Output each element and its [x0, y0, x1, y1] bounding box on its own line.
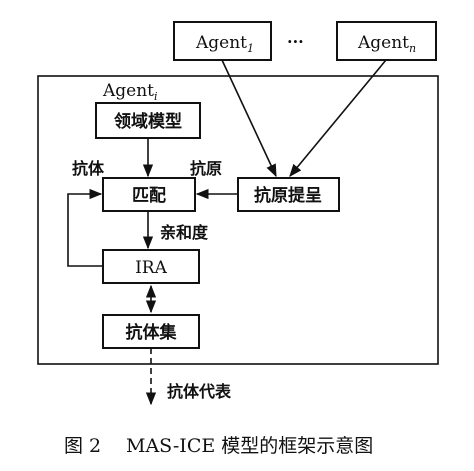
- arrow-agentn-to-antigen: [289, 59, 387, 177]
- label-antibody-representative: 抗体代表: [167, 382, 232, 401]
- arrow-agent1-to-antigen: [221, 59, 277, 178]
- ira-label: IRA: [135, 258, 168, 278]
- agent-i-label: Agenti: [102, 81, 158, 103]
- domain-model-label: 领域模型: [114, 111, 182, 132]
- arrow-ira-feedback-to-match: [67, 188, 103, 267]
- match-box: [102, 177, 196, 212]
- figure-number: 图 2: [64, 435, 101, 457]
- agent-1-box: [173, 21, 272, 61]
- figure-caption: MAS-ICE 模型的框架示意图: [126, 435, 373, 457]
- domain-model-box: [95, 102, 201, 139]
- agent-1-label: Agent1: [195, 33, 254, 55]
- label-antibody: 抗体: [72, 159, 105, 178]
- antibody-set-box: [102, 314, 200, 349]
- agent-n-box: [336, 21, 437, 61]
- label-affinity: 亲和度: [160, 223, 209, 242]
- agent-i-frame: [37, 75, 439, 365]
- agent-n-label: Agentn: [357, 33, 416, 55]
- antibody-set-label: 抗体集: [126, 322, 178, 343]
- match-label: 匹配: [132, 186, 166, 206]
- antigen-present-label: 抗原提呈: [254, 185, 322, 206]
- label-antigen: 抗原: [190, 159, 222, 178]
- agents-ellipsis: ···: [287, 32, 304, 51]
